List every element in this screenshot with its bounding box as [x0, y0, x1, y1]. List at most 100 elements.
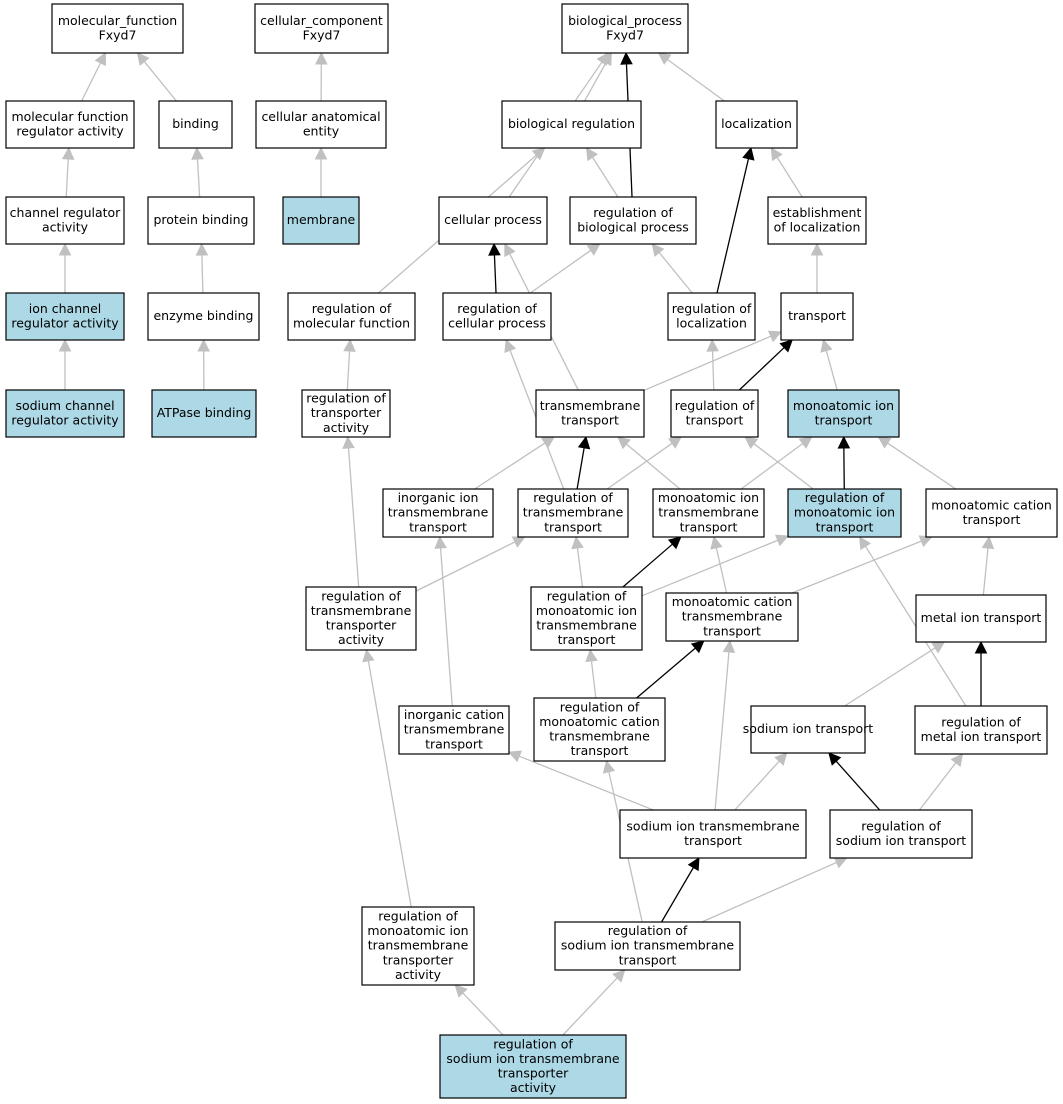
- arrowhead-chra-to-mfra: [61, 146, 75, 160]
- node-label-line: transport: [558, 632, 616, 647]
- node-rtta[interactable]: regulation oftransmembranetransporteract…: [305, 586, 417, 651]
- node-breg[interactable]: biological regulation: [501, 100, 642, 149]
- node-label-line: regulation of: [608, 923, 688, 938]
- node-label-line: regulation of: [672, 301, 752, 316]
- arrowhead-membrane-to-cae: [314, 146, 328, 160]
- node-label-line: regulation of: [378, 909, 458, 924]
- node-pb[interactable]: protein binding: [147, 196, 255, 245]
- edge-ictt-to-iitt: [439, 547, 453, 707]
- node-label-line: activity: [42, 220, 89, 235]
- node-transport[interactable]: transport: [780, 292, 854, 341]
- arrowhead-rsitt-to-rmctt: [602, 759, 616, 774]
- edge-rsitt-to-sitt: [660, 867, 694, 923]
- node-metit[interactable]: metal ion transport: [915, 594, 1047, 643]
- arrowhead-rmitt-to-rtmt: [571, 535, 584, 550]
- node-box: [151, 389, 257, 438]
- arrowhead-rsitta-to-rmitta: [454, 984, 468, 998]
- edge-rta-to-rmf: [346, 350, 351, 391]
- node-label-line: sodium ion transmembrane: [446, 1051, 619, 1066]
- node-box: [5, 292, 125, 341]
- node-label-line: molecular function: [293, 316, 410, 331]
- node-label-line: sodium ion transport: [743, 721, 874, 736]
- arrowhead-rsit-to-sit: [828, 752, 842, 766]
- arrowhead-mct-to-mit: [877, 436, 892, 449]
- node-box: [665, 592, 799, 642]
- arrowhead-cae-to-cc: [315, 51, 328, 65]
- edge-mfra-to-mf: [81, 62, 102, 102]
- arrowhead-rt-to-rloc: [706, 338, 719, 352]
- arrowhead-rt-to-transport: [779, 339, 793, 353]
- node-box: [619, 809, 807, 859]
- node-binding[interactable]: binding: [158, 100, 233, 149]
- edge-binding-to-mf: [143, 61, 177, 102]
- edge-rloc-to-rbp: [658, 252, 693, 294]
- node-box: [398, 705, 510, 755]
- edge-loc-to-bp: [667, 58, 725, 102]
- edge-mct-to-mit: [887, 442, 957, 490]
- arrowhead-ictt-to-iitt: [434, 535, 447, 549]
- node-label-line: regulator activity: [11, 413, 119, 428]
- edge-rt-to-transport: [738, 347, 785, 391]
- edge-rcp-to-cp: [493, 254, 497, 294]
- node-cp[interactable]: cellular process: [438, 196, 548, 245]
- node-label-line: monoatomic ion: [658, 490, 759, 505]
- node-label-line: regulation of: [457, 301, 537, 316]
- arrowhead-transport-to-eol: [810, 242, 824, 256]
- node-sit[interactable]: sodium ion transport: [743, 705, 874, 754]
- arrowhead-rmitta-to-rtta: [362, 648, 375, 663]
- node-membrane[interactable]: membrane: [282, 196, 360, 245]
- node-label-line: monoatomic cation: [672, 594, 793, 609]
- edges-layer: [58, 51, 995, 1036]
- node-box: [787, 488, 902, 538]
- arrowhead-mit-to-transport: [820, 338, 833, 353]
- node-atpb[interactable]: ATPase binding: [151, 389, 257, 438]
- node-label-line: entity: [303, 124, 340, 139]
- arrowhead-rmitt-to-mitt: [667, 536, 682, 550]
- arrowhead-rmetit-to-metit: [974, 640, 988, 654]
- node-box: [670, 389, 759, 438]
- node-box: [442, 292, 552, 341]
- node-label-line: monoatomic ion: [367, 923, 468, 938]
- node-label-line: transport: [571, 743, 629, 758]
- node-box: [5, 196, 125, 245]
- node-loc[interactable]: localization: [715, 100, 798, 149]
- edge-sitt-to-ictt: [518, 755, 654, 811]
- arrowhead-eb-to-pb: [195, 242, 209, 256]
- edge-rtmt-to-tmt: [576, 447, 585, 490]
- node-eb[interactable]: enzyme binding: [147, 292, 260, 341]
- arrowhead-rtta-to-rta: [342, 435, 355, 449]
- edge-rmctt-to-rmitt: [590, 660, 597, 699]
